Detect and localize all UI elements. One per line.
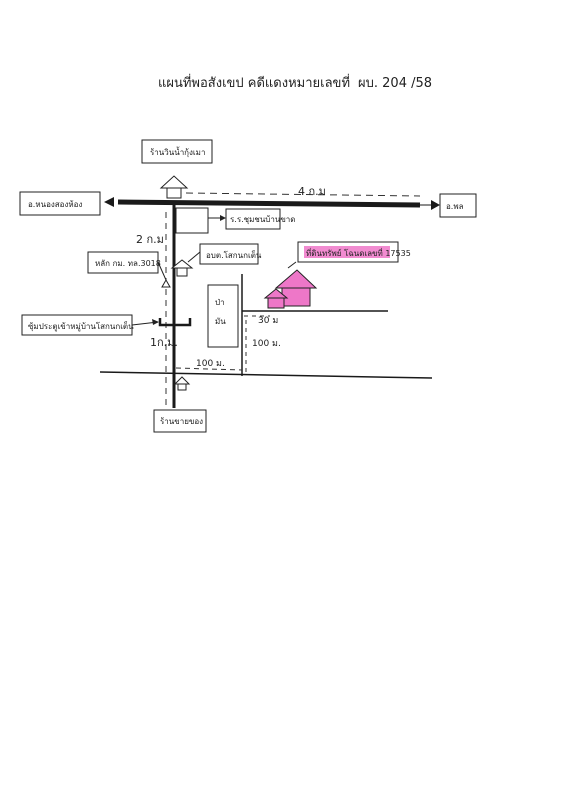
property-road-distance: 30 ม [258, 316, 278, 326]
arrow-left-icon [104, 197, 114, 207]
house-arrow-bottom-icon [173, 376, 191, 391]
main-road-distance: 4 ก.ม [298, 185, 326, 198]
bottom-road [99, 371, 433, 379]
sao-label: อบต.โสกนกเต็น [206, 250, 262, 260]
village-gate-label: ซุ้มประตูเข้าหมู่บ้านโสกนกเต็น [28, 321, 134, 332]
property-label: ที่ดินทรัพย์ โฉนดเลขที่ 17535 [306, 247, 411, 258]
property-highlight [304, 246, 390, 258]
school-label-box [225, 208, 281, 230]
cassava-line2: มัน [215, 317, 226, 326]
shop-top-box [141, 139, 213, 164]
school-box [175, 207, 209, 234]
shop-bottom-label: ร้านขายของ [160, 417, 203, 426]
phon-label: อ.พล [446, 202, 464, 211]
side-road-distance: 100 ม. [252, 339, 281, 349]
map-title-text: แผนที่พอสังเขป คดีแดงหมายเลขที่ [157, 76, 351, 91]
nong-song-hong-box [19, 191, 101, 216]
school-label: ร.ร.ชุมชนบ้านขาด [230, 215, 295, 224]
shop-bottom-box [153, 409, 207, 433]
shop-top-label: ร้านวินน้ำกุ้งเมา [150, 146, 205, 157]
sao-box [199, 243, 259, 265]
nong-song-hong-label: อ.หนองสองห้อง [28, 200, 82, 209]
marker-triangle-icon [161, 278, 171, 288]
cassava-field-box [207, 284, 239, 348]
gate-icon [158, 318, 192, 327]
phon-box [439, 193, 477, 218]
house-sao-icon [170, 259, 194, 277]
case-number: ผบ. 204 /58 [358, 76, 433, 91]
lower-road-distance: 1ก.ม. [150, 336, 178, 349]
cassava-line1: ป่า [215, 298, 225, 307]
main-highway [117, 199, 421, 208]
map-title: แผนที่พอสังเขป คดีแดงหมายเลขที่ ผบ. 204 /… [0, 72, 582, 93]
house-arrow-top-icon [159, 175, 189, 199]
arrow-right-icon [431, 200, 440, 210]
bottom-road-distance: 100 ม. [196, 359, 225, 369]
property-house-icon [263, 269, 318, 309]
upper-road-distance: 2 ก.ม [136, 233, 164, 246]
main-highway-dash [185, 192, 421, 197]
marker-label: หลัก กม. ทล.3018 [95, 259, 161, 268]
